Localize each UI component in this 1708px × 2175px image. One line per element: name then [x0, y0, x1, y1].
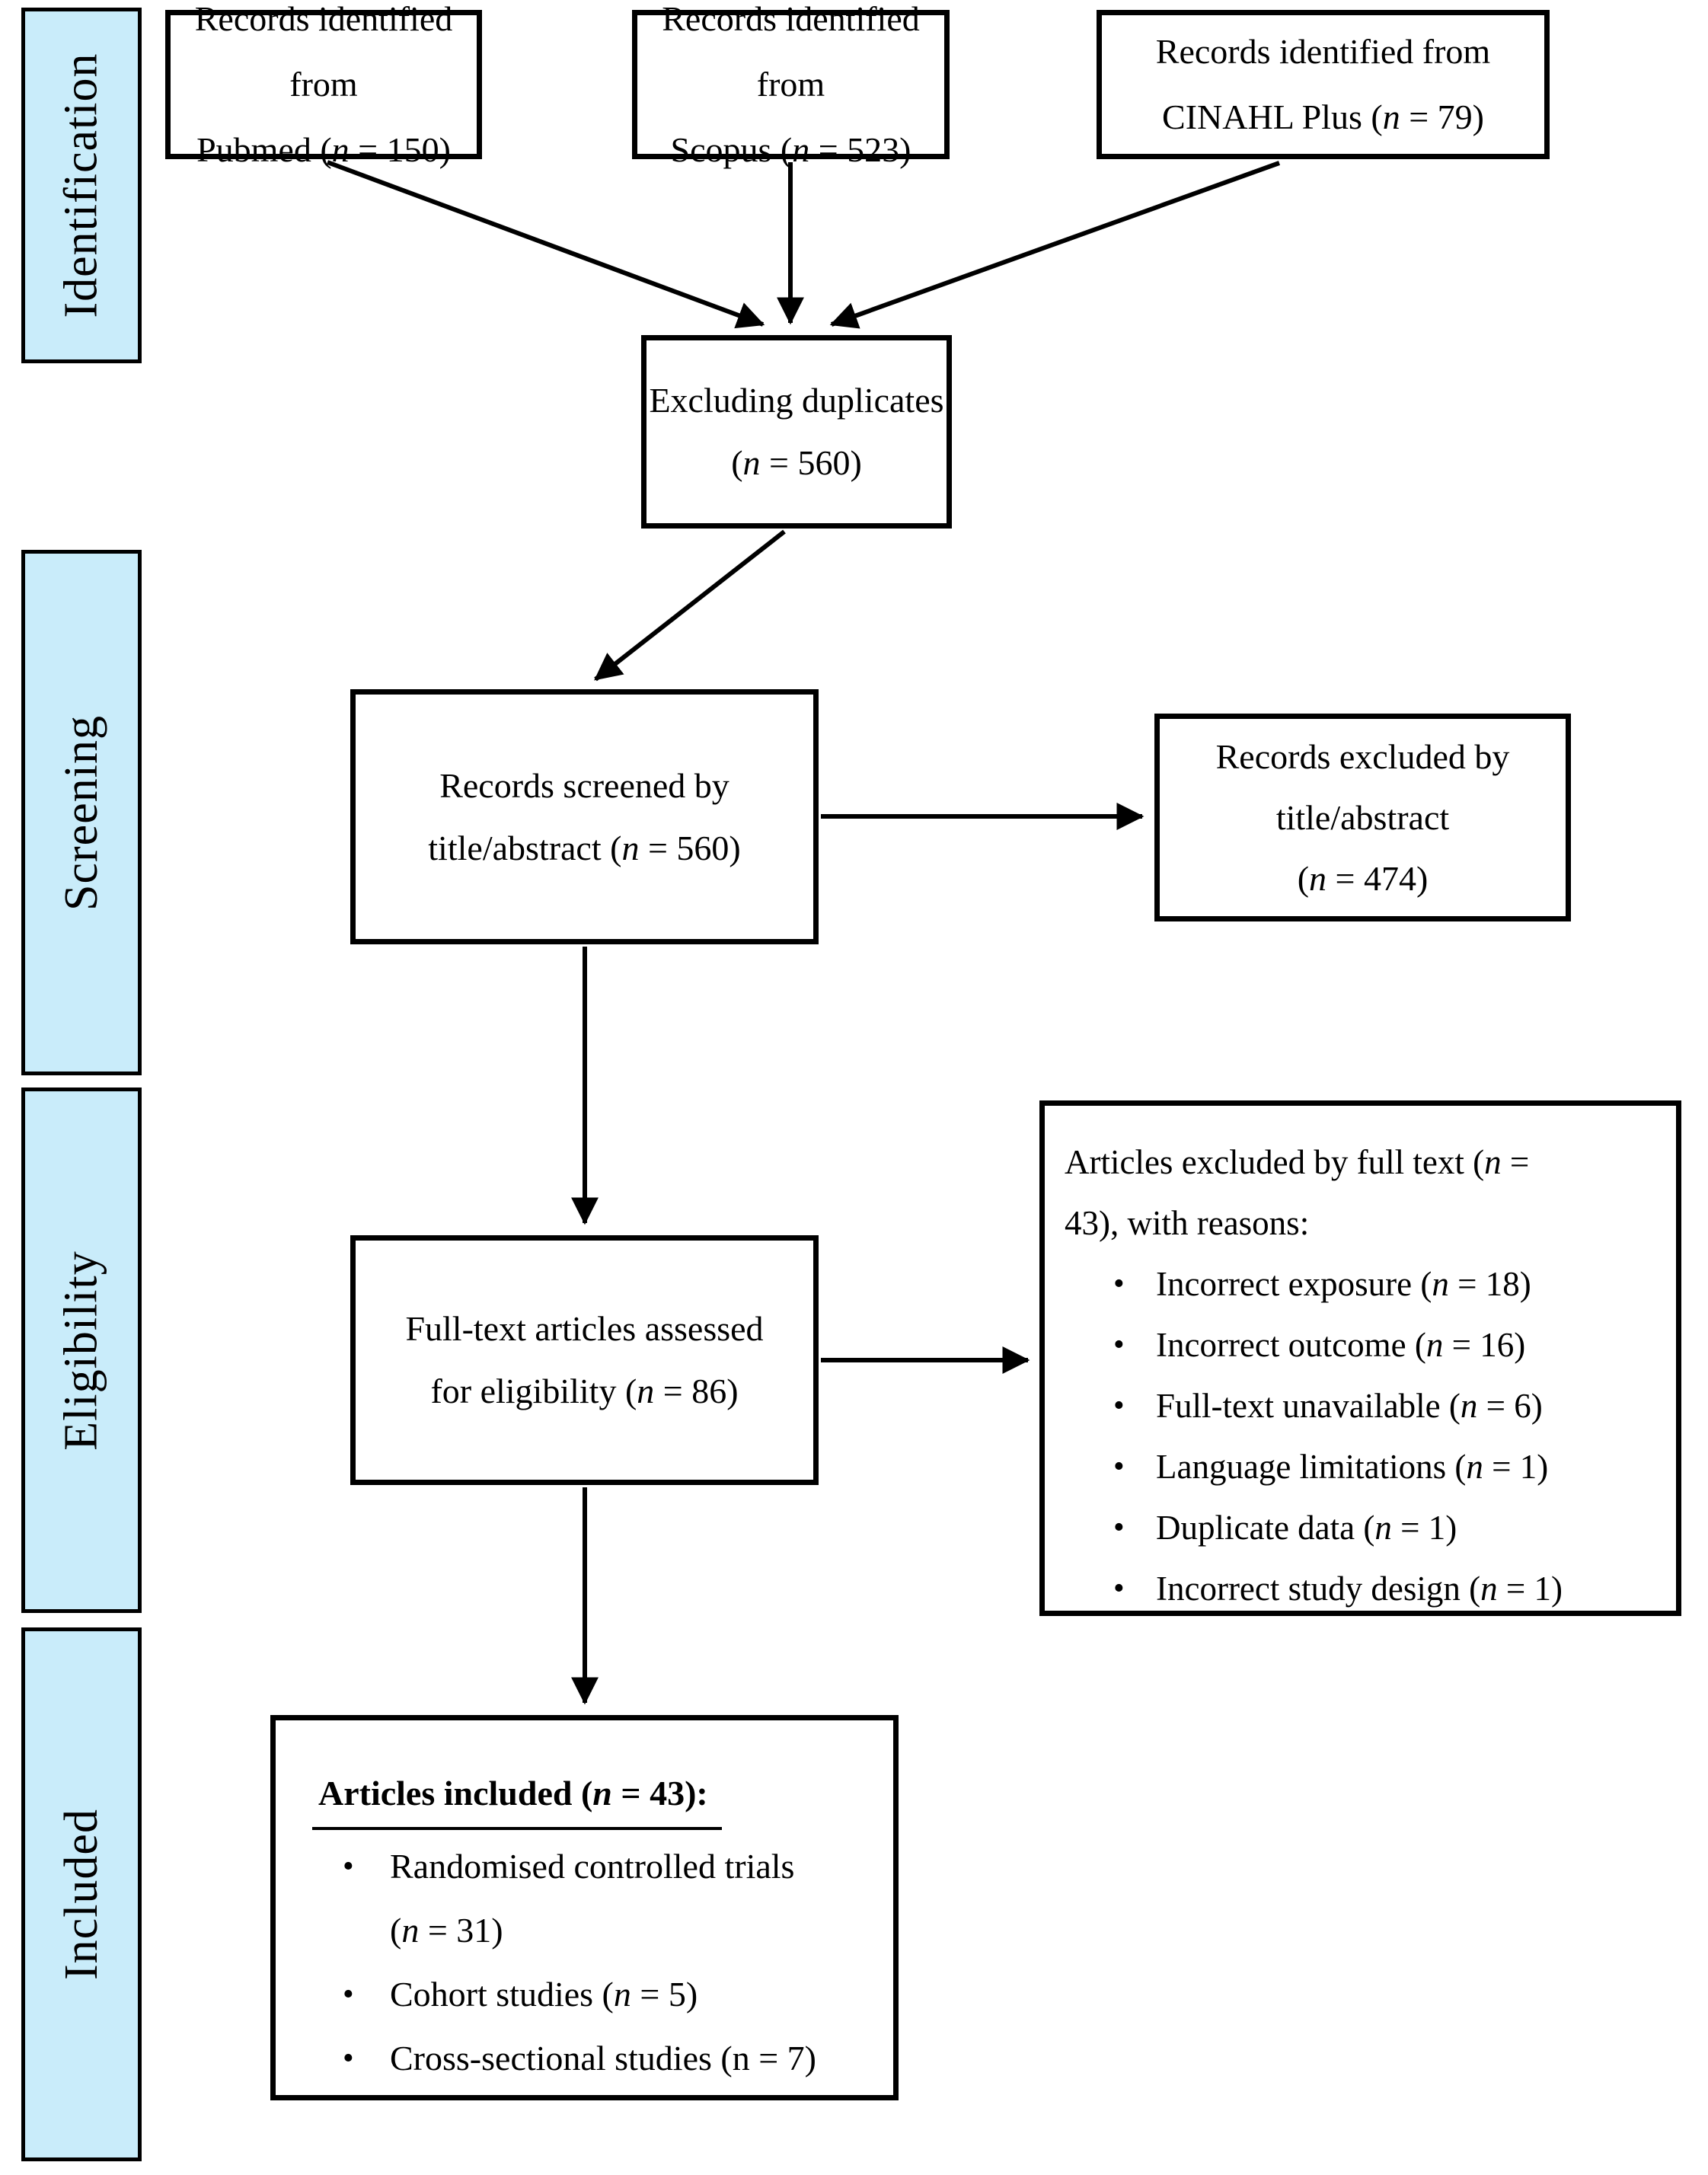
included-cross-sectional: Cross-sectional studies (n = 7)	[390, 2039, 816, 2078]
box-cinahl-line2: CINAHL Plus (n = 79)	[1162, 97, 1484, 136]
bullet-icon: •	[1113, 1388, 1125, 1423]
box-articles-excluded-reasons: Articles excluded by full text (n = 43),…	[1039, 1100, 1681, 1616]
box-excluded-line2: title/abstract	[1275, 797, 1450, 837]
reason-item: • Incorrect study design (n = 1)	[1065, 1558, 1665, 1619]
reasons-heading-line2: 43), with reasons:	[1065, 1204, 1310, 1242]
stage-identification-label: Identification	[55, 53, 107, 318]
stage-identification: Identification	[21, 8, 142, 363]
bullet-icon: •	[343, 2041, 354, 2076]
box-screened-line2: title/abstract (n = 560)	[428, 828, 741, 867]
bullet-icon: •	[1113, 1327, 1125, 1362]
box-records-identified-cinahl: Records identified from CINAHL Plus (n =…	[1097, 10, 1550, 159]
box-fulltext-line1: Full-text articles assessed	[405, 1309, 764, 1348]
included-rct: Randomised controlled trials (n = 31)	[390, 1835, 883, 1963]
included-rct-line2: (n = 31)	[390, 1911, 503, 1950]
arrow-duplicates-to-screened	[594, 529, 786, 682]
bullet-icon: •	[1113, 1571, 1125, 1606]
reason-item: • Incorrect outcome (n = 16)	[1065, 1314, 1665, 1375]
box-fulltext-assessed: Full-text articles assessed for eligibil…	[350, 1235, 819, 1485]
reason-incorrect-exposure: Incorrect exposure (n = 18)	[1156, 1265, 1531, 1303]
reason-language-limitations: Language limitations (n = 1)	[1156, 1448, 1549, 1486]
box-excluded-line1: Records excluded by	[1215, 736, 1510, 776]
bullet-icon: •	[1113, 1449, 1125, 1484]
reasons-heading-line1: Articles excluded by full text (n =	[1065, 1143, 1530, 1181]
reason-item: • Full-text unavailable (n = 6)	[1065, 1375, 1665, 1436]
stage-included: Included	[21, 1627, 142, 2161]
box-excluded-line3: (n = 474)	[1297, 858, 1429, 898]
arrow-pubmed-to-duplicates	[326, 160, 765, 329]
box-scopus-line1: Records identified from	[662, 0, 920, 104]
box-pubmed-line1: Records identified from	[194, 0, 453, 104]
included-rct-line1: Randomised controlled trials	[390, 1847, 795, 1886]
reason-item: • Language limitations (n = 1)	[1065, 1436, 1665, 1497]
box-records-identified-scopus: Records identified from Scopus (n = 523)	[632, 0, 950, 169]
box-duplicates-line1: Excluding duplicates	[649, 381, 944, 420]
stage-eligibility-label: Eligibility	[55, 1250, 107, 1451]
box-scopus-line2: Scopus (n = 523)	[670, 130, 911, 169]
bullet-icon: •	[1113, 1510, 1125, 1545]
box-fulltext-line2: for eligibility (n = 86)	[430, 1372, 739, 1410]
reason-duplicate-data: Duplicate data (n = 1)	[1156, 1509, 1457, 1547]
box-excluding-duplicates: Excluding duplicates (n = 560)	[641, 335, 952, 529]
box-records-excluded-title-abstract: Records excluded by title/abstract (n = …	[1154, 714, 1571, 921]
stage-screening-label: Screening	[55, 714, 107, 911]
bullet-icon: •	[343, 1977, 354, 2012]
included-cohort: Cohort studies (n = 5)	[390, 1975, 698, 2014]
reason-incorrect-outcome: Incorrect outcome (n = 16)	[1156, 1326, 1526, 1364]
stage-included-label: Included	[55, 1809, 107, 1980]
reason-item: • Duplicate data (n = 1)	[1065, 1497, 1665, 1558]
stage-screening: Screening	[21, 550, 142, 1075]
box-pubmed-line2: Pubmed (n = 150)	[196, 130, 451, 169]
stage-eligibility: Eligibility	[21, 1088, 142, 1613]
included-item: • Cohort studies (n = 5)	[312, 1963, 883, 2026]
box-cinahl-line1: Records identified from	[1155, 32, 1491, 71]
reason-item: • Incorrect exposure (n = 18)	[1065, 1254, 1665, 1314]
arrow-cinahl-to-duplicates	[829, 161, 1281, 329]
box-articles-included: Articles included (n = 43): • Randomised…	[270, 1715, 899, 2100]
box-records-screened: Records screened by title/abstract (n = …	[350, 689, 819, 944]
included-item: • Randomised controlled trials (n = 31)	[312, 1835, 883, 1963]
bullet-icon: •	[343, 1849, 354, 1884]
reason-incorrect-study-design: Incorrect study design (n = 1)	[1156, 1570, 1563, 1608]
box-duplicates-line2: (n = 560)	[731, 443, 862, 482]
box-screened-line1: Records screened by	[439, 765, 729, 805]
bullet-icon: •	[1113, 1266, 1125, 1301]
box-records-identified-pubmed: Records identified from Pubmed (n = 150)	[165, 0, 482, 169]
included-heading: Articles included (n = 43):	[312, 1761, 722, 1830]
included-item: • Cross-sectional studies (n = 7)	[312, 2026, 883, 2090]
reason-fulltext-unavailable: Full-text unavailable (n = 6)	[1156, 1387, 1543, 1425]
